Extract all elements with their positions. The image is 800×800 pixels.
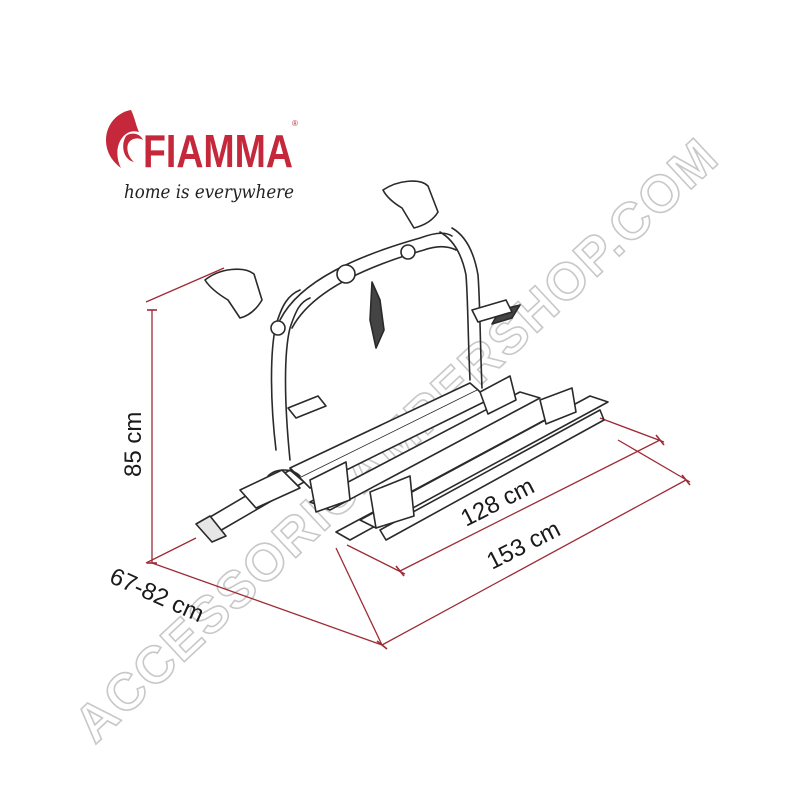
dimension-lines [145,267,691,646]
outer-width-label: 153 cm [482,516,564,576]
brand-name: FIAMMA [143,125,293,177]
outer-width-dimension-line [381,479,687,646]
brand-logo: FIAMMA ® home is everywhere [106,110,298,203]
height-label: 85 cm [120,412,147,477]
dimension-ticks [147,309,691,650]
inner-width-dimension-line [399,439,661,572]
flame-icon [106,110,143,168]
depth-dimension-line [151,562,383,646]
bike-carrier-illustration [195,180,609,543]
brand-tagline: home is everywhere [124,181,294,203]
registered-mark: ® [292,119,298,128]
